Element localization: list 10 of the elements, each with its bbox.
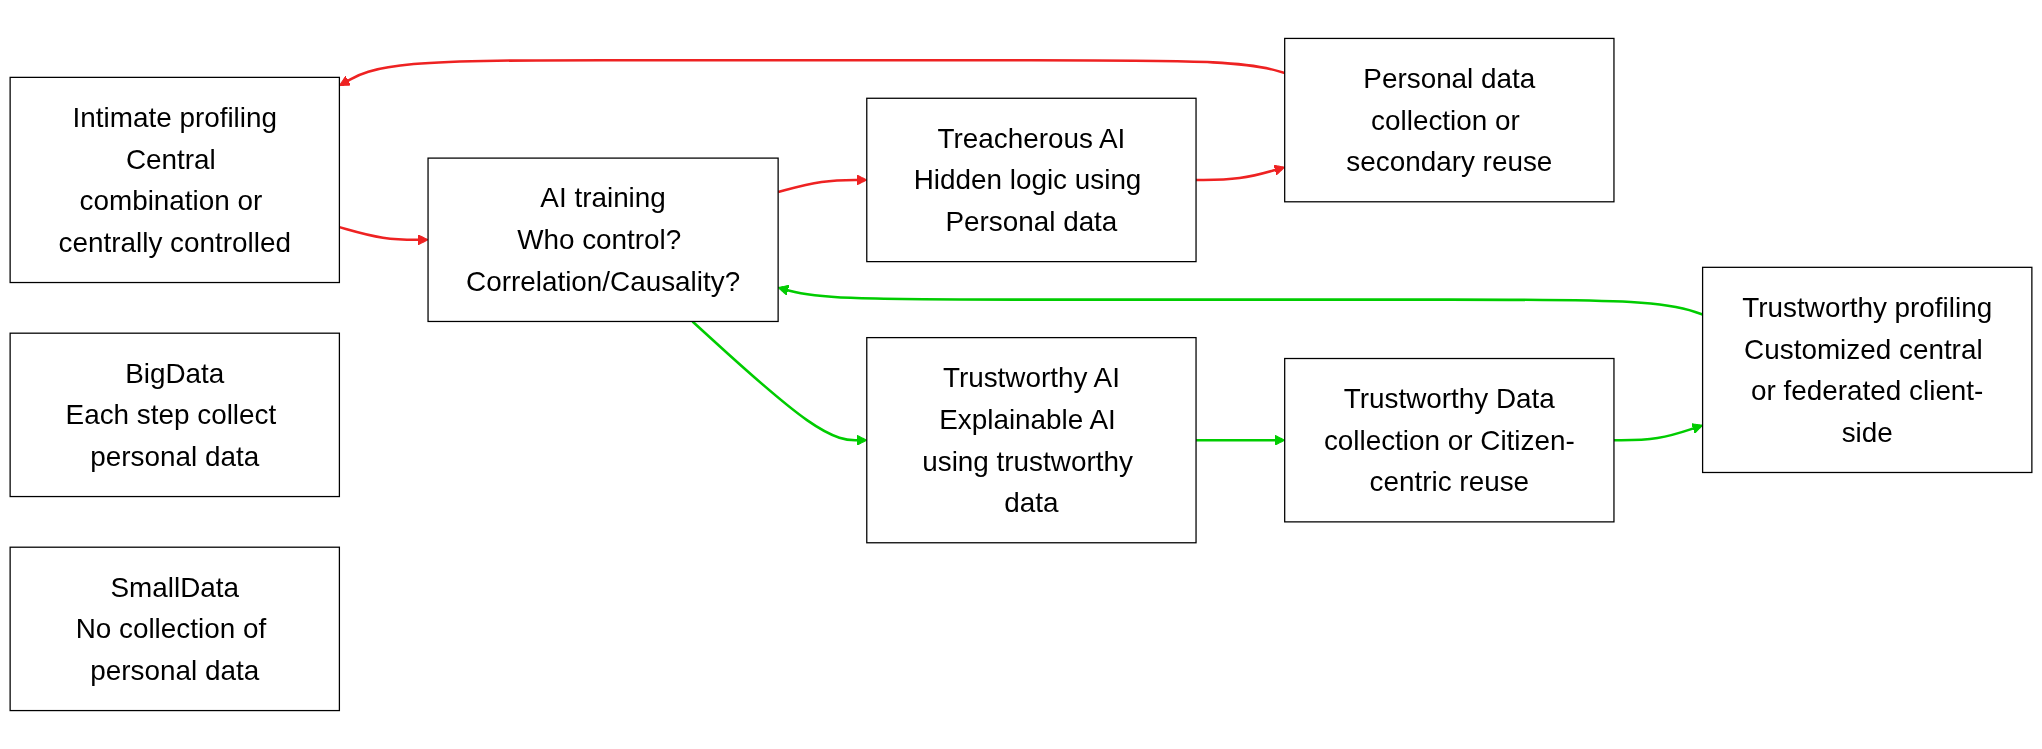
node-box: Intimate profiling Central combination or centrally controlled	[9, 76, 341, 284]
arrow	[339, 225, 429, 246]
node-box: Trustworthy profiling Customized central or federated client-side	[1701, 266, 2033, 474]
node-box: AI training Who control? Correlation/Causality?	[427, 157, 779, 323]
node-box: BigData Each step collect personal data	[9, 332, 341, 498]
node-box: Trustworthy AI Explainable AI using trustworthy data	[866, 337, 1197, 544]
node-box: Trustworthy Data collection or Citizen-centric reuse	[1284, 357, 1615, 523]
node-box: SmallData No collection of personal data	[9, 546, 341, 712]
node-box: Treacherous AI Hidden logic using Personal data	[866, 97, 1197, 263]
node-box: Personal data collection or secondary reuse	[1284, 37, 1615, 203]
